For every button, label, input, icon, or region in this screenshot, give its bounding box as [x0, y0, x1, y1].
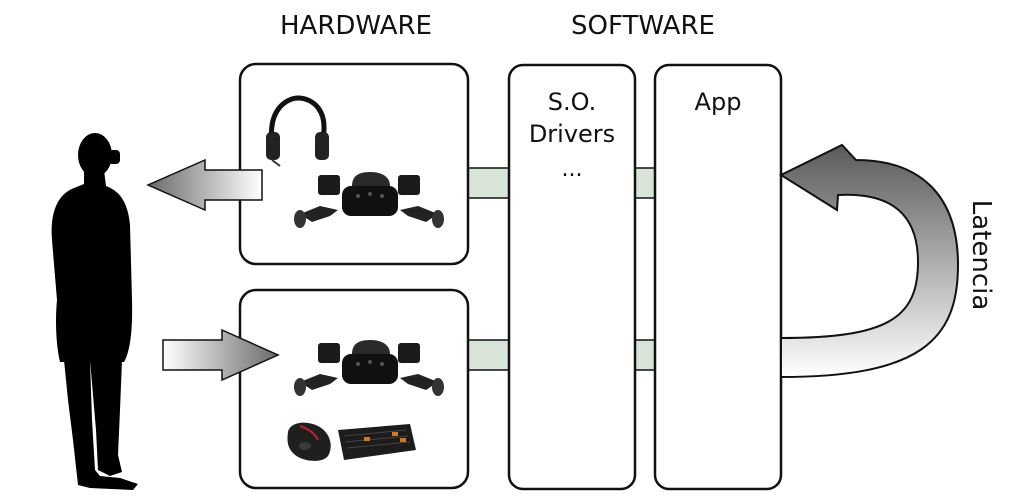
- os-label: S.O.: [548, 88, 596, 116]
- headphones-icon: [266, 95, 329, 167]
- vr-headset-icon: [342, 340, 398, 384]
- app-label: App: [695, 88, 742, 116]
- ellipsis-label: ...: [562, 157, 583, 182]
- vr-base-station-icon: [398, 175, 420, 195]
- latency-loop-arrow: [778, 143, 960, 379]
- os-drivers-box: [507, 63, 637, 491]
- vr-base-station-icon: [398, 343, 420, 363]
- connector-bottom-left: [465, 339, 511, 371]
- vr-controller-icon: [400, 206, 444, 228]
- connector-top-right: [633, 167, 657, 199]
- vr-controller-icon: [400, 374, 444, 396]
- connector-bottom-right: [633, 339, 657, 371]
- input-arrow: [162, 328, 280, 382]
- vr-base-station-icon: [318, 343, 340, 363]
- hardware-header: HARDWARE: [280, 11, 432, 41]
- mouse-icon: [287, 422, 331, 461]
- keyboard-icon: [338, 424, 416, 460]
- connector-top-left: [465, 167, 511, 199]
- latency-label: Latencia: [966, 200, 996, 311]
- vr-controller-icon: [294, 206, 338, 228]
- software-header: SOFTWARE: [571, 11, 715, 41]
- vr-headset-icon: [342, 172, 398, 216]
- vr-base-station-icon: [318, 175, 340, 195]
- drivers-label: Drivers: [529, 120, 615, 148]
- app-box: [653, 63, 783, 491]
- vr-set-output: [294, 172, 444, 228]
- vr-controller-icon: [294, 374, 338, 396]
- hardware-output-box: [238, 62, 470, 266]
- vr-set-input: [294, 340, 444, 396]
- person-silhouette: [51, 133, 138, 490]
- output-arrow: [146, 158, 263, 212]
